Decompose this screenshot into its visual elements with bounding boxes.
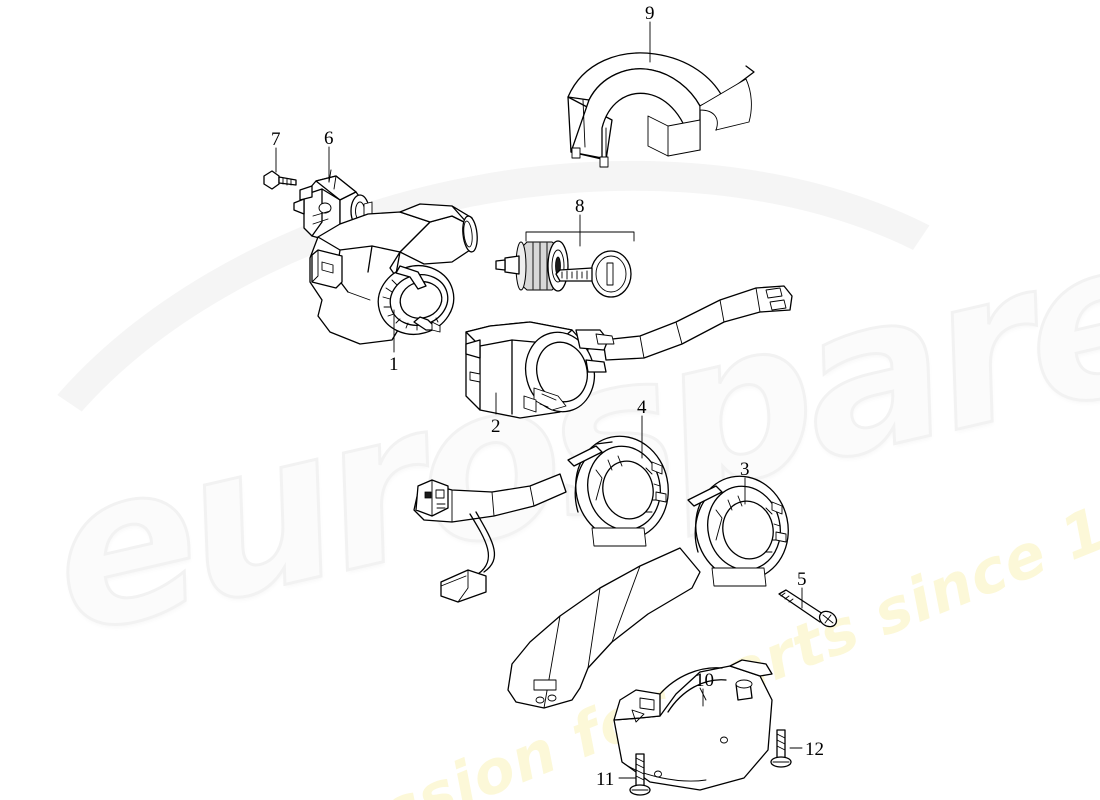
leader-lines <box>275 21 803 779</box>
part-4-column-switch-left <box>413 435 669 603</box>
callout-label-4: 4 <box>637 397 647 418</box>
part-12-tapping-screw-right <box>770 729 792 768</box>
part-1-steering-lock-housing <box>309 203 478 345</box>
callout-label-10: 10 <box>695 670 714 691</box>
callout-label-9: 9 <box>645 3 655 24</box>
callout-label-7: 7 <box>271 129 281 150</box>
callout-label-3: 3 <box>740 459 750 480</box>
part-8-lock-cylinder-and-key <box>495 240 632 298</box>
part-9-upper-column-cover <box>567 52 755 168</box>
part-10-lower-column-cover <box>613 659 773 791</box>
callout-label-11: 11 <box>596 769 615 790</box>
part-3-column-switch-right <box>507 475 789 709</box>
callout-label-1: 1 <box>389 354 399 375</box>
callout-label-6: 6 <box>324 128 334 149</box>
callout-label-2: 2 <box>491 416 501 437</box>
callout-label-8: 8 <box>575 196 585 217</box>
leader-8-bracket <box>525 214 635 247</box>
part-11-tapping-screw-left <box>629 753 651 796</box>
part-2-column-switch-upper <box>465 285 793 419</box>
part-5-long-fixing-screw <box>778 589 838 628</box>
callout-label-5: 5 <box>797 569 807 590</box>
part-7-ignition-switch-screw <box>263 170 297 190</box>
callout-label-12: 12 <box>805 739 824 760</box>
